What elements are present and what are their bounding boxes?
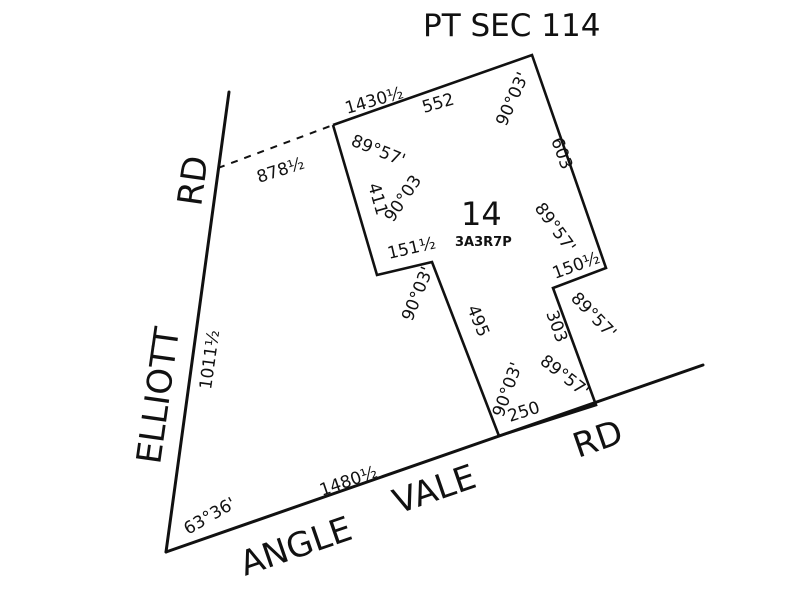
dimension-inner-slope: 495 (462, 302, 493, 340)
angle-east-middle: 89°57' (530, 199, 579, 256)
dimension-dashed: 878½ (254, 154, 307, 188)
angle-nw-corner: 89°57' (348, 131, 408, 171)
road-name-elliott-rd: RD (170, 153, 217, 208)
dashed-north-boundary (217, 124, 334, 169)
angle-ne-corner: 90°03' (492, 69, 533, 129)
lot-area: 3A3R7P (455, 235, 512, 250)
dimension-east-upper: 603 (546, 135, 576, 172)
angle-notch-right: 89°57' (566, 289, 620, 343)
road-name-angle-vale-rd: RD (568, 412, 628, 466)
dimension-angle-vale-side: 1480½ (317, 462, 380, 500)
lot-number: 14 (461, 195, 502, 233)
angle-notch-left-bottom: 90°03' (398, 264, 438, 324)
lot-14-boundary (331, 53, 608, 438)
dimension-north-total: 1430½ (343, 83, 406, 119)
dimension-elliott-side: 1011½ (196, 329, 224, 391)
angle-vale-road-boundary (164, 363, 705, 554)
road-name-vale: VALE (388, 457, 481, 522)
angle-road-corner: 63°36' (181, 494, 240, 540)
dimension-notch-left-horizontal: 151½ (386, 233, 438, 263)
dimension-east-lower: 303 (541, 308, 571, 345)
section-title: PT SEC 114 (423, 8, 600, 44)
